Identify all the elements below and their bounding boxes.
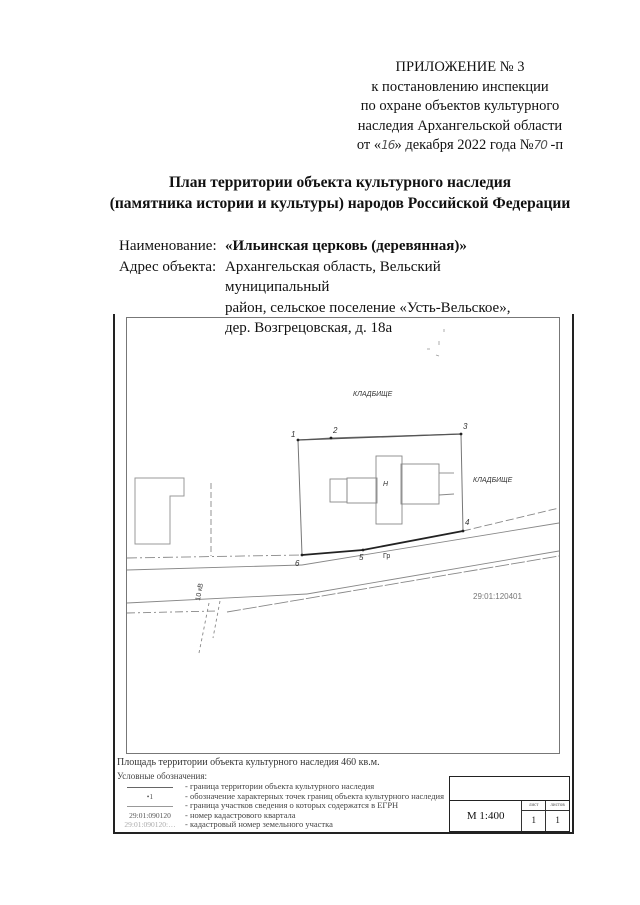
legend-point-symbol: •1 — [146, 791, 154, 801]
road-lines — [127, 483, 559, 654]
appendix-header: ПРИЛОЖЕНИЕ № 3 к постановлению инспекции… — [330, 58, 590, 156]
document-title: План территории объекта культурного насл… — [109, 174, 571, 212]
label-cadastral-quarter: 29:01:120401 — [473, 592, 522, 601]
point-label-2: 2 — [333, 426, 338, 435]
object-info: Наименование: «Ильинская церковь (деревя… — [119, 236, 545, 339]
site-plan-map: КЛАДБИЩЕ КЛАДБИЩЕ Н Гр 10 кВ 29:01:12040… — [126, 317, 560, 754]
point-label-6: 6 — [295, 559, 300, 568]
handwritten-number: 70 — [533, 138, 548, 152]
scan-marks-icon — [427, 329, 445, 357]
legend-item: - граница территории объекта культурного… — [117, 781, 444, 792]
map-drawing — [127, 329, 559, 654]
legend-quarter-symbol: 29:01:090120 — [129, 810, 171, 820]
drawing-frame — [113, 314, 574, 834]
sheet-label: лист — [522, 801, 546, 811]
heritage-boundary — [297, 433, 464, 556]
area-text: Площадь территории объекта культурного н… — [117, 757, 380, 768]
point-label-1: 1 — [291, 430, 296, 439]
neighbor-building — [134, 477, 185, 545]
appendix-line: наследия Архангельской области — [357, 117, 563, 134]
legend-item: 29:01:090120 - номер кадастрового кварта… — [117, 810, 444, 821]
address-label: Адрес объекта: — [119, 258, 217, 275]
name-value: «Ильинская церковь (деревянная)» — [225, 238, 467, 254]
appendix-date-line: от «16» декабря 2022 года №70 -п — [356, 137, 564, 153]
sheets-value: 1 — [555, 815, 560, 825]
legend-item: - граница участков сведения о которых со… — [117, 800, 444, 811]
label-building-n: Н — [383, 481, 389, 488]
appendix-title: ПРИЛОЖЕНИЕ № 3 — [395, 59, 525, 75]
legend: - граница территории объекта культурного… — [117, 781, 444, 830]
label-cemetery-top: КЛАДБИЩЕ — [353, 391, 393, 398]
appendix-line: по охране объектов культурного — [360, 98, 560, 114]
legend-title: Условные обозначения: — [117, 771, 208, 781]
point-label-3: 3 — [463, 422, 468, 431]
boundary-points — [296, 432, 465, 557]
legend-item: •1 - обозначение характерных точек грани… — [117, 791, 444, 802]
legend-item: 29:01:090120:… - кадастровый номер земел… — [117, 819, 444, 830]
scale-value: М 1:400 — [450, 801, 523, 831]
label-boundary: Гр — [383, 553, 391, 560]
sheet-value: 1 — [531, 815, 537, 825]
church-footprint — [329, 455, 455, 525]
point-label-5: 5 — [359, 553, 364, 562]
label-cemetery-right: КЛАДБИЩЕ — [473, 477, 513, 484]
sheets-label: листов — [546, 801, 570, 811]
address-value: Архангельская область, Вельский муниципа… — [225, 258, 511, 337]
legend-line-symbol — [117, 801, 183, 811]
appendix-line: к постановлению инспекции — [371, 78, 549, 95]
handwritten-day: 16 — [381, 138, 395, 152]
legend-parcel-symbol: 29:01:090120:… — [124, 820, 176, 829]
legend-line-symbol — [117, 782, 183, 792]
name-label: Наименование: — [119, 238, 217, 254]
title-block: М 1:400 лист 1 листов 1 — [449, 776, 570, 832]
point-label-4: 4 — [465, 518, 470, 527]
